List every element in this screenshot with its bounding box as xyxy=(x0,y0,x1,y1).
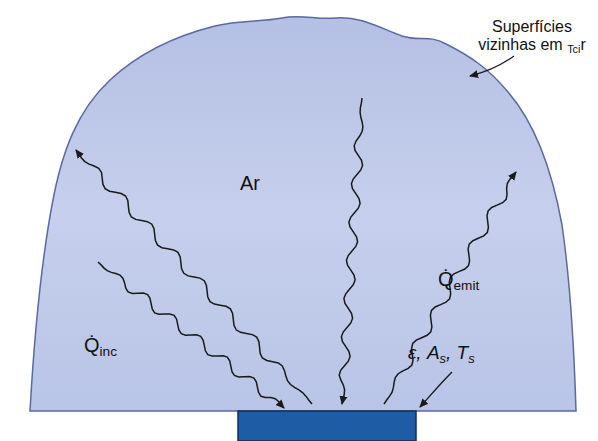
surface-properties-label: ε, As, Ts xyxy=(408,342,475,367)
surface-plate xyxy=(238,411,416,441)
radiation-arrows xyxy=(76,98,516,408)
radiation-arrow xyxy=(98,262,284,408)
radiation-arrow xyxy=(339,98,363,404)
medium-label: Ar xyxy=(240,172,260,195)
radiation-arrow xyxy=(76,150,312,404)
surroundings-label: Superfícies vizinhas em Tcir xyxy=(470,18,594,56)
radiation-arrow xyxy=(384,172,516,404)
leader-arrow xyxy=(420,372,452,407)
flux-label: Q̇inc xyxy=(84,334,117,360)
flux-label: Q̇emit xyxy=(438,268,479,294)
surroundings-region xyxy=(30,17,576,411)
leader-arrow xyxy=(470,56,514,76)
